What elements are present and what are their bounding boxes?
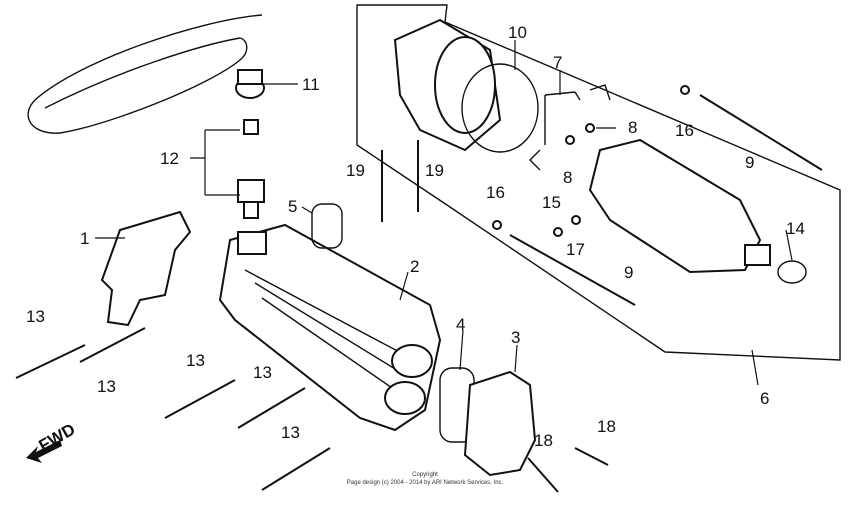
gasket-5 — [311, 203, 343, 249]
callout-10: 10 — [508, 23, 527, 42]
callout-16b: 16 — [486, 183, 505, 202]
callout-3: 3 — [511, 328, 520, 347]
callout-13b: 13 — [97, 377, 116, 396]
callout-2: 2 — [410, 257, 419, 276]
bolt-13-e — [261, 447, 331, 491]
callout-15: 15 — [542, 193, 561, 212]
callout-7: 7 — [553, 53, 562, 72]
fwd-arrow-icon — [26, 440, 62, 463]
copyright-line-1: Copyright — [412, 472, 438, 478]
leader-lines — [95, 40, 793, 386]
copyright-line-2: Page design (c) 2004 - 2014 by ARI Netwo… — [347, 480, 504, 486]
callout-8b: 8 — [563, 168, 572, 187]
fwd-label: FWD — [36, 420, 79, 456]
bolt-13-c — [164, 379, 236, 419]
neutral-switch — [237, 119, 265, 219]
callout-13a: 13 — [26, 307, 45, 326]
callout-5: 5 — [288, 197, 297, 216]
callout-13c: 13 — [186, 351, 205, 370]
callout-19b: 19 — [425, 161, 444, 180]
washer-16-upper — [680, 85, 690, 95]
nut-17 — [571, 215, 581, 225]
callout-4: 4 — [456, 315, 465, 334]
callout-17: 17 — [566, 240, 585, 259]
callout-13e: 13 — [281, 423, 300, 442]
cylinder-block — [218, 223, 442, 432]
callout-1: 1 — [80, 229, 89, 248]
callout-16a: 16 — [675, 121, 694, 140]
nut-15 — [553, 227, 563, 237]
callout-12: 12 — [160, 149, 179, 168]
nut-8a — [585, 123, 595, 133]
bolt-18-right — [574, 447, 609, 466]
starter-assembly-outline — [356, 4, 841, 361]
bolt-18-left — [527, 457, 559, 493]
through-bolt-lower — [509, 234, 636, 306]
callout-9a: 9 — [745, 153, 754, 172]
callout-14: 14 — [786, 219, 805, 238]
callout-19a: 19 — [346, 161, 365, 180]
callout-18a: 18 — [534, 431, 553, 450]
starter-motor — [588, 138, 771, 274]
washer-16-lower — [492, 220, 502, 230]
callout-13d: 13 — [253, 363, 272, 382]
bracket — [100, 210, 192, 327]
oil-pressure-switch-wire — [27, 14, 265, 134]
callout-8a: 8 — [628, 118, 637, 137]
bolt-13-a — [15, 344, 86, 379]
callout-6: 6 — [760, 389, 769, 408]
side-cover — [463, 370, 537, 477]
through-bolt-upper — [699, 94, 823, 171]
bolt-13-b — [79, 327, 146, 363]
callout-9b: 9 — [624, 263, 633, 282]
callout-18b: 18 — [597, 417, 616, 436]
starter-housing — [393, 18, 502, 152]
o-ring-10 — [461, 63, 539, 153]
nut-8b — [565, 135, 575, 145]
callout-11: 11 — [302, 75, 320, 94]
bolt-13-d — [237, 387, 306, 429]
o-ring-14 — [777, 260, 807, 284]
